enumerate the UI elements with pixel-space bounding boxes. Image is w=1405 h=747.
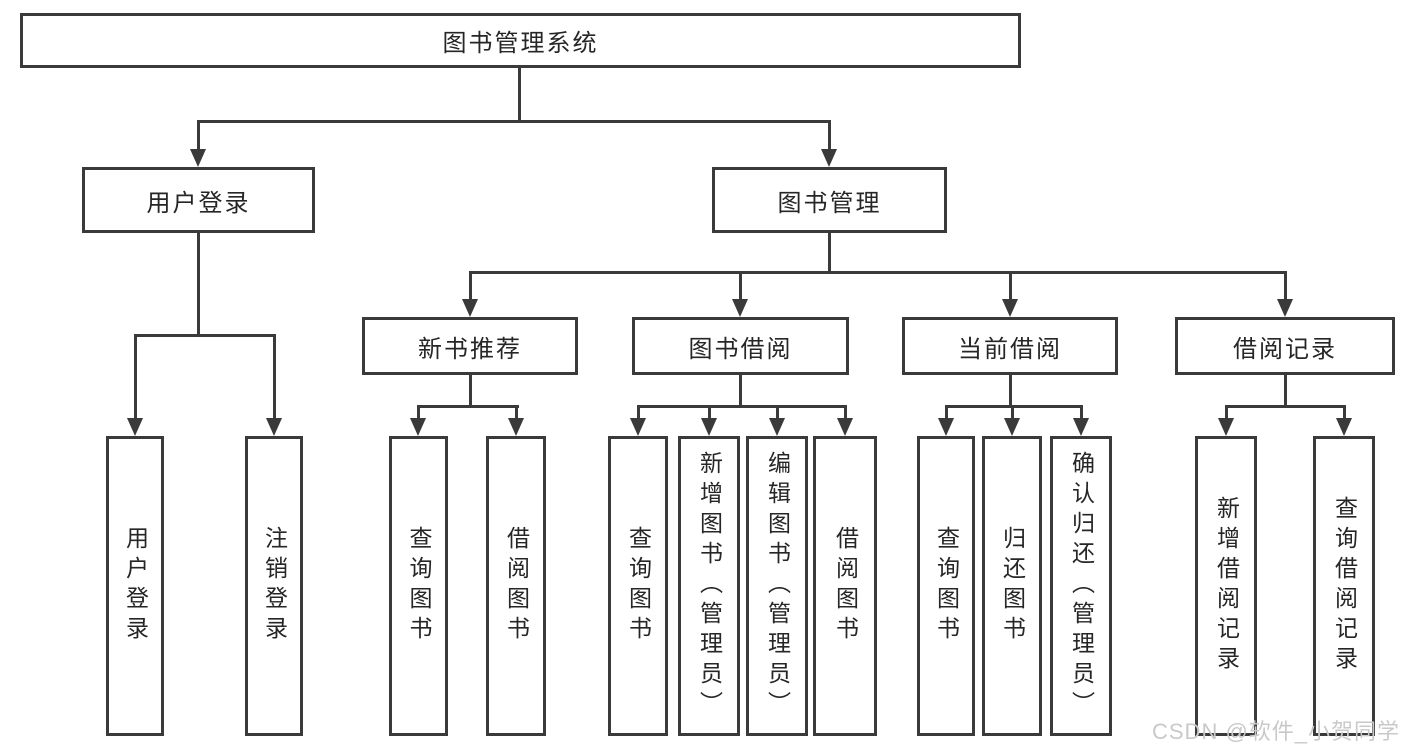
- node-label: 图书借阅: [688, 335, 793, 363]
- leaf-edit-books-admin: 编辑图书（管理员）: [746, 436, 808, 736]
- connector-line: [844, 405, 847, 421]
- node-label: 编辑图书（管理员）: [764, 451, 791, 721]
- connector-arrow: [837, 418, 853, 436]
- node-label: 查询图书: [933, 526, 960, 646]
- connector-line: [469, 271, 472, 301]
- node-label: 查询借阅记录: [1331, 496, 1358, 676]
- connector-line: [273, 334, 276, 420]
- node-label: 确认归还（管理员）: [1068, 451, 1095, 721]
- connector-line: [1009, 375, 1012, 408]
- connector-line: [417, 405, 519, 408]
- csdn-watermark: CSDN @软件_小贺同学: [1152, 719, 1401, 744]
- connector-line: [945, 405, 948, 421]
- connector-line: [518, 68, 521, 122]
- connector-arrow: [701, 418, 717, 436]
- connector-line: [134, 334, 137, 420]
- connector-line: [134, 334, 276, 337]
- connector-line: [776, 405, 779, 421]
- node-label: 当前借阅: [958, 335, 1062, 363]
- node-library-management-system: 图书管理系统: [20, 13, 1021, 68]
- node-label: 查询图书: [625, 526, 652, 646]
- node-label: 借阅图书: [503, 526, 530, 646]
- node-label: 图书管理系统: [442, 30, 599, 57]
- node-label: 查询图书: [406, 526, 432, 646]
- connector-line: [828, 120, 831, 151]
- connector-line: [469, 271, 1287, 274]
- connector-line: [1009, 271, 1012, 301]
- connector-line: [197, 120, 200, 151]
- connector-arrow: [821, 149, 837, 167]
- node-label: 借阅图书: [832, 526, 859, 646]
- connector-line: [637, 405, 847, 408]
- connector-arrow: [732, 299, 748, 317]
- connector-line: [515, 405, 518, 421]
- leaf-add-books-admin: 新增图书（管理员）: [678, 436, 740, 736]
- connector-arrow: [1002, 299, 1018, 317]
- connector-arrow: [1073, 418, 1089, 436]
- node-new-book-recommend: 新书推荐: [362, 317, 578, 375]
- connector-line: [1284, 271, 1287, 301]
- node-user-login: 用户登录: [82, 167, 315, 233]
- node-label: 图书管理: [777, 189, 882, 217]
- node-label: 用户登录: [122, 526, 149, 646]
- leaf-query-books-borrowing: 查询图书: [608, 436, 668, 736]
- leaf-return-books: 归还图书: [982, 436, 1042, 736]
- connector-arrow: [462, 299, 478, 317]
- connector-line: [1225, 405, 1346, 408]
- connector-arrow: [1004, 418, 1020, 436]
- connector-line: [637, 405, 640, 421]
- connector-line: [417, 405, 420, 421]
- connector-line: [739, 375, 742, 408]
- node-label: 新增图书（管理员）: [696, 451, 723, 721]
- node-label: 归还图书: [999, 526, 1026, 646]
- connector-line: [828, 233, 831, 274]
- connector-arrow: [190, 149, 206, 167]
- node-book-management: 图书管理: [712, 167, 947, 233]
- node-borrowing-records: 借阅记录: [1175, 317, 1395, 375]
- leaf-add-borrow-record: 新增借阅记录: [1195, 436, 1257, 736]
- connector-arrow: [1218, 418, 1234, 436]
- connector-arrow: [410, 418, 426, 436]
- connector-line: [469, 375, 472, 408]
- connector-line: [739, 271, 742, 301]
- connector-line: [197, 120, 831, 123]
- connector-line: [1225, 405, 1228, 421]
- connector-line: [1343, 405, 1346, 421]
- connector-line: [945, 405, 1083, 408]
- node-label: 新增借阅记录: [1213, 496, 1240, 676]
- connector-arrow: [266, 418, 282, 436]
- node-label: 新书推荐: [418, 335, 522, 363]
- connector-line: [708, 405, 711, 421]
- leaf-user-login: 用户登录: [106, 436, 164, 736]
- connector-line: [197, 233, 200, 337]
- node-book-borrowing: 图书借阅: [632, 317, 849, 375]
- connector-arrow: [1336, 418, 1352, 436]
- node-current-borrowing: 当前借阅: [902, 317, 1118, 375]
- leaf-query-books-recommend: 查询图书: [389, 436, 448, 736]
- leaf-confirm-return-admin: 确认归还（管理员）: [1050, 436, 1112, 736]
- leaf-query-books-current: 查询图书: [917, 436, 975, 736]
- connector-arrow: [127, 418, 143, 436]
- node-label: 借阅记录: [1233, 335, 1337, 363]
- connector-line: [1080, 405, 1083, 421]
- connector-arrow: [1277, 299, 1293, 317]
- connector-line: [1284, 375, 1287, 408]
- connector-arrow: [508, 418, 524, 436]
- leaf-borrow-books-borrowing: 借阅图书: [813, 436, 877, 736]
- connector-arrow: [769, 418, 785, 436]
- node-label: 用户登录: [146, 189, 251, 217]
- leaf-borrow-books-recommend: 借阅图书: [486, 436, 546, 736]
- connector-arrow: [938, 418, 954, 436]
- connector-line: [1011, 405, 1014, 421]
- connector-arrow: [630, 418, 646, 436]
- leaf-logout-login: 注销登录: [245, 436, 303, 736]
- node-label: 注销登录: [261, 526, 288, 646]
- leaf-query-borrow-record: 查询借阅记录: [1313, 436, 1375, 736]
